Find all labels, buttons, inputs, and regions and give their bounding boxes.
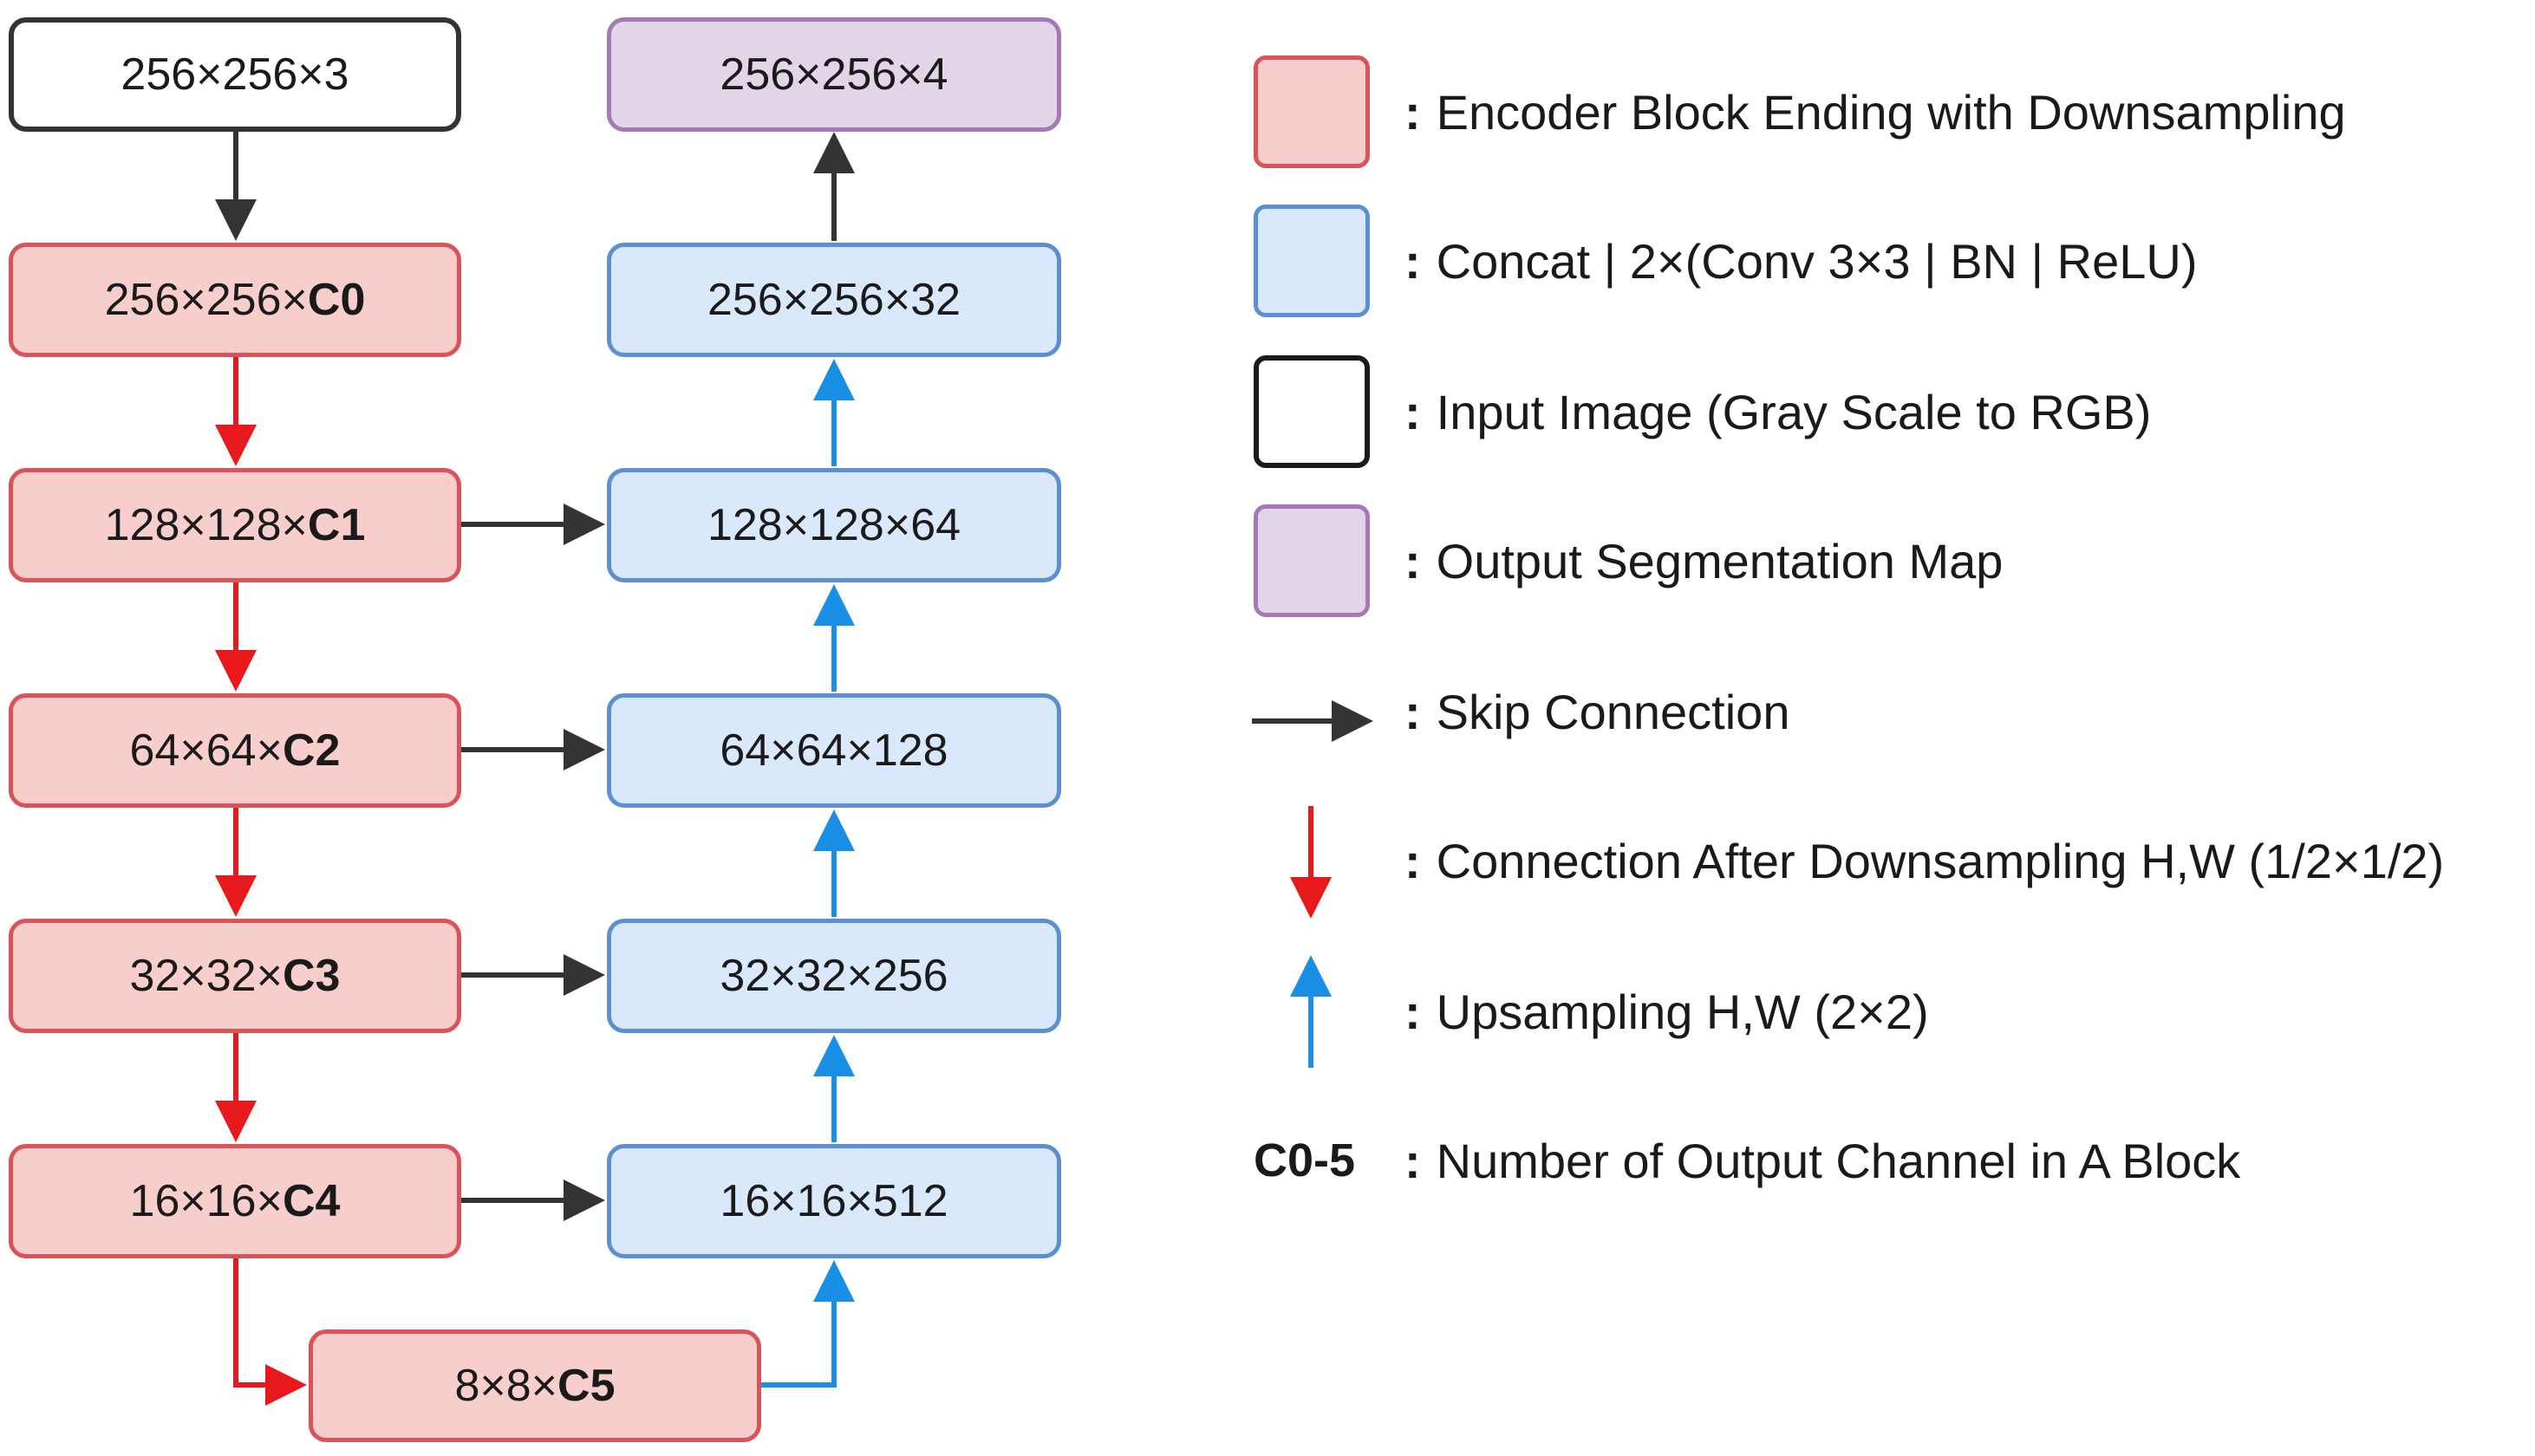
skip-arrow-c3 [461,954,605,996]
input-to-c0-arrow [215,132,257,241]
legend-colon: : [1404,385,1421,439]
output-block: 256×256×4 [607,17,1061,132]
legend-concat-label: Concat | 2×(Conv 3×3 | BN | ReLU) [1436,234,2198,289]
legend-colon: : [1404,1134,1421,1188]
legend-colon: : [1404,985,1421,1039]
legend-encoder-label: Encoder Block Ending with Downsampling [1436,85,2346,140]
upsample-arrow-d256-d128 [813,809,855,917]
legend-downsample-label: Connection After Downsampling H,W (1/2×1… [1436,834,2445,888]
legend-channel-key: C0-5 [1254,1137,1355,1184]
encoder-channel: C4 [282,1176,341,1226]
input-block-label: 256×256×3 [121,49,349,100]
decoder-block-128: 128×128×64 [607,468,1061,582]
decoder-block-32: 32×32×256 [607,919,1061,1033]
decoder-block-label: 16×16×512 [720,1176,948,1226]
upsample-arrow-c5-d512 [761,1260,855,1388]
legend-channel-key-text: C0-5 [1254,1134,1356,1186]
legend-input-swatch [1254,355,1370,468]
legend-concat-text: : Concat | 2×(Conv 3×3 | BN | ReLU) [1404,237,2197,286]
downsample-arrow-c1-c2 [215,582,257,692]
decoder-block-label: 64×64×128 [720,725,948,776]
downsample-arrow-c2-c3 [215,808,257,917]
encoder-dims: 32×32× [129,951,283,1001]
downsample-arrow-c3-c4 [215,1033,257,1142]
encoder-dims: 128×128× [104,500,308,550]
legend-input-text: : Input Image (Gray Scale to RGB) [1404,388,2151,437]
legend-concat-swatch [1254,205,1370,317]
decoder-block-64: 64×64×128 [607,693,1061,808]
legend-channel-text: : Number of Output Channel in A Block [1404,1137,2240,1186]
decoder-block-256: 256×256×32 [607,243,1061,357]
encoder-dims: 64×64× [129,725,283,776]
legend-channel-label: Number of Output Channel in A Block [1436,1134,2241,1188]
legend-output-text: : Output Segmentation Map [1404,537,2003,586]
decoder-block-label: 128×128×64 [707,500,961,550]
encoder-dims: 16×16× [129,1176,283,1226]
decoder-block-label: 256×256×32 [707,275,961,325]
upsample-arrow-d512-d256 [813,1035,855,1142]
legend-encoder-text: : Encoder Block Ending with Downsampling [1404,88,2346,137]
legend-colon: : [1404,834,1421,888]
skip-arrow-c4 [461,1180,605,1221]
upsample-arrow-d128-d64 [813,584,855,692]
skip-arrow-c2 [461,729,605,770]
encoder-block-c5: 8×8×C5 [309,1329,761,1442]
decoder-block-label: 32×32×256 [720,951,948,1001]
legend-downsample-arrow [1290,806,1332,919]
encoder-block-c3: 32×32×C3 [9,919,461,1033]
skip-arrow-c1 [461,504,605,545]
legend-skip-text: : Skip Connection [1404,688,1789,737]
encoder-channel: C3 [282,951,341,1001]
legend-upsample-text: : Upsampling H,W (2×2) [1404,988,1929,1037]
encoder-channel: C1 [307,500,366,550]
encoder-dims: 256×256× [104,275,308,325]
legend-colon: : [1404,234,1421,289]
downsample-arrow-c4-c5 [233,1258,307,1406]
legend-upsample-arrow [1290,955,1332,1068]
encoder-dims: 8×8× [454,1361,558,1411]
legend-skip-arrow [1252,700,1373,742]
legend-downsample-text: : Connection After Downsampling H,W (1/2×… [1404,837,2444,886]
legend-colon: : [1404,685,1421,739]
encoder-block-c4: 16×16×C4 [9,1144,461,1258]
output-block-label: 256×256×4 [720,49,948,100]
encoder-channel: C5 [557,1361,616,1411]
legend-colon: : [1404,85,1421,140]
legend-input-label: Input Image (Gray Scale to RGB) [1436,385,2152,439]
decoder-block-16: 16×16×512 [607,1144,1061,1258]
encoder-block-c1: 128×128×C1 [9,468,461,582]
output-arrow [813,132,855,241]
downsample-arrow-c0-c1 [215,357,257,466]
encoder-block-c0: 256×256×C0 [9,243,461,357]
legend-colon: : [1404,534,1421,588]
encoder-channel: C0 [307,275,366,325]
upsample-arrow-d64-d32 [813,359,855,466]
input-block: 256×256×3 [9,17,461,132]
legend-encoder-swatch [1254,55,1370,168]
encoder-block-c2: 64×64×C2 [9,693,461,808]
legend-output-label: Output Segmentation Map [1436,534,2004,588]
legend-upsample-label: Upsampling H,W (2×2) [1436,985,1929,1039]
legend-skip-label: Skip Connection [1436,685,1790,739]
legend-output-swatch [1254,504,1370,617]
encoder-channel: C2 [282,725,341,776]
